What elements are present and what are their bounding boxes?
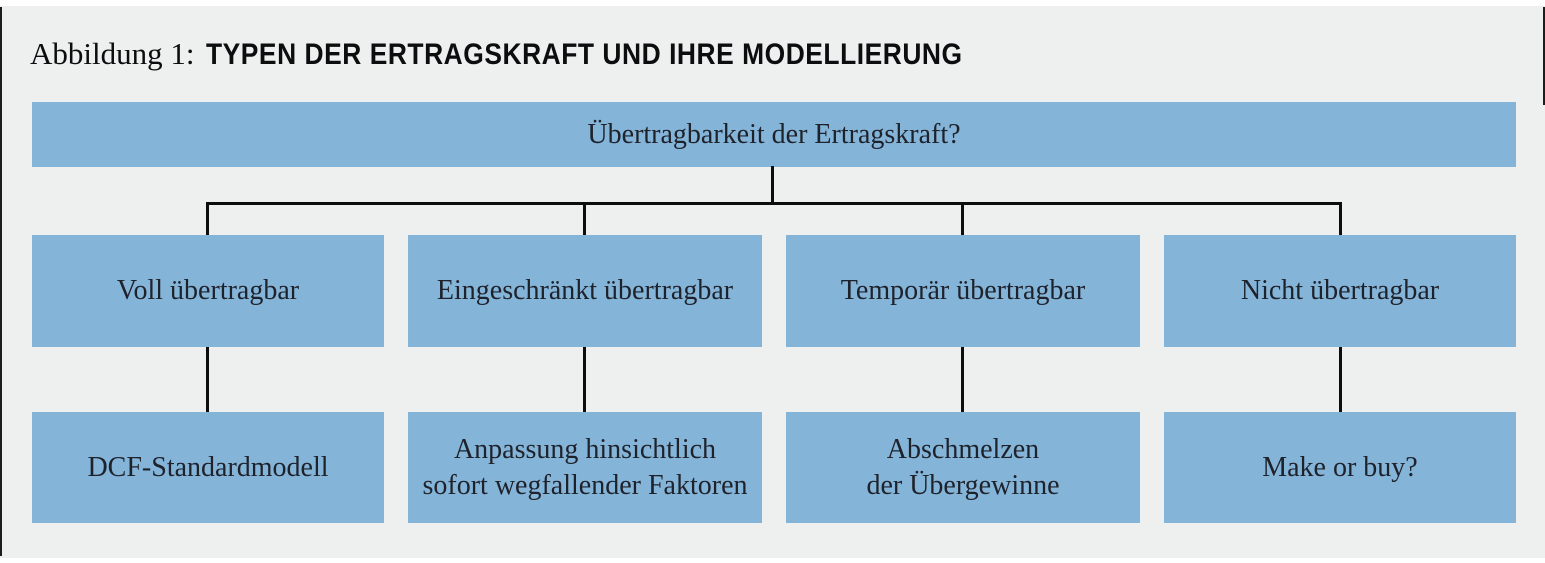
- branch-node-label: Voll übertragbar: [116, 275, 300, 307]
- page-edge-right: [1543, 7, 1545, 105]
- connector-branch-stem-3: [961, 347, 964, 413]
- root-node-label: Übertragbarkeit der Ertragskraft?: [587, 118, 961, 150]
- figure-title-block: Abbildung 1: TYPEN DER ERTRAGSKRAFT UND …: [30, 36, 1066, 78]
- connector-drop-2: [583, 202, 586, 236]
- model-node-make-or-buy: Make or buy?: [1164, 412, 1516, 523]
- connector-branch-stem-4: [1339, 347, 1342, 413]
- model-node-label: Make or buy?: [1262, 451, 1418, 483]
- connector-branch-stem-1: [206, 347, 209, 413]
- root-node: Übertragbarkeit der Ertragskraft?: [32, 102, 1516, 167]
- model-node-abschmelzen: Abschmelzen der Übergewinne: [786, 412, 1140, 523]
- connector-horizontal-line: [206, 202, 1342, 205]
- page-edge-left: [0, 7, 2, 556]
- branch-node-nicht-uebertragbar: Nicht übertragbar: [1164, 235, 1516, 347]
- figure-title: TYPEN DER ERTRAGSKRAFT UND IHRE MODELLIE…: [206, 38, 964, 71]
- branch-node-label: Nicht übertragbar: [1240, 275, 1440, 307]
- model-node-anpassung: Anpassung hinsichtlich sofort wegfallend…: [408, 412, 762, 523]
- connector-drop-4: [1339, 202, 1342, 236]
- branch-node-temporaer-uebertragbar: Temporär übertragbar: [786, 235, 1140, 347]
- connector-root-stem: [771, 166, 774, 203]
- connector-drop-1: [206, 202, 209, 236]
- branch-node-voll-uebertragbar: Voll übertragbar: [32, 235, 384, 347]
- branch-node-label: Temporär übertragbar: [840, 275, 1086, 307]
- connector-branch-stem-2: [583, 347, 586, 413]
- figure-label: Abbildung 1:: [30, 36, 195, 71]
- branch-node-eingeschraenkt-uebertragbar: Eingeschränkt übertragbar: [408, 235, 762, 347]
- model-node-label: Anpassung hinsichtlich sofort wegfallend…: [422, 433, 748, 501]
- model-node-label: DCF-Standardmodell: [87, 451, 329, 483]
- branch-node-label: Eingeschränkt übertragbar: [436, 275, 734, 307]
- model-node-dcf-standardmodell: DCF-Standardmodell: [32, 412, 384, 523]
- connector-drop-3: [961, 202, 964, 236]
- model-node-label: Abschmelzen der Übergewinne: [866, 433, 1060, 501]
